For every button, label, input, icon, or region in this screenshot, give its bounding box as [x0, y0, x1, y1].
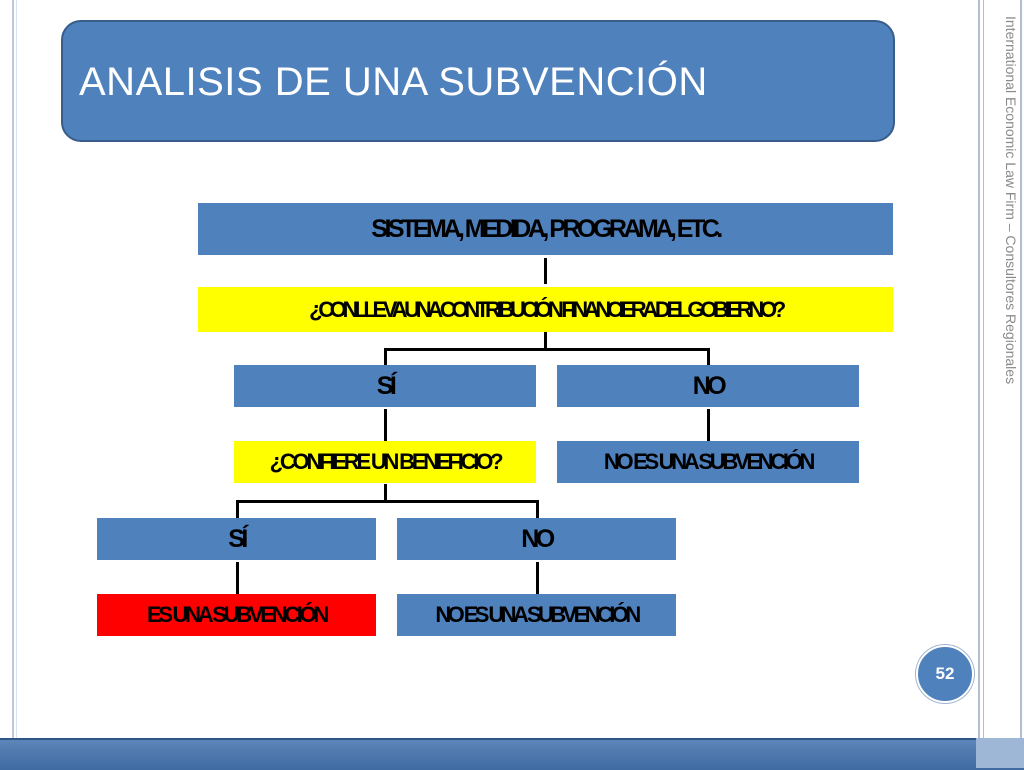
right-frame-rule-inner [983, 0, 984, 740]
bottom-bar-corner [976, 738, 1024, 768]
q1-no-result-box: NO ES UNA SUBVENCIÓN [557, 441, 859, 483]
connector-no-final [536, 562, 539, 594]
bottom-bar [0, 738, 1024, 770]
right-frame-rule-outer [1020, 0, 1022, 740]
connector-root-q1 [544, 258, 547, 284]
q2-yes-result-box: ES UNA SUBVENCIÓN [97, 594, 376, 636]
q1-no-box: NO [557, 365, 859, 407]
title-box: ANALISIS DE UNA SUBVENCIÓN [61, 20, 895, 142]
right-side-panel [978, 0, 1024, 740]
connector-q2-split [384, 484, 387, 502]
right-frame-rule [978, 0, 980, 740]
firm-side-text: International Economic Law Firm – Consul… [1003, 16, 1019, 385]
left-frame-rule [12, 0, 14, 740]
connector-yes-result [236, 562, 239, 594]
q1-yes-box: SÍ [234, 365, 536, 407]
connector-q1-split [544, 332, 547, 350]
question1-box: ¿CONLLEVA UNA CONTRIBUCIÓN FINANCIERA DE… [198, 287, 893, 332]
left-frame-rule-inner [16, 0, 17, 740]
connector-q2-no [536, 500, 539, 518]
connector-q2-branch [236, 500, 539, 503]
q2-no-result-box: NO ES UNA SUBVENCIÓN [397, 594, 676, 636]
connector-q1-branch [384, 348, 710, 351]
q2-yes-box: SÍ [97, 518, 376, 560]
root-box: SISTEMA, MEDIDA, PROGRAMA, ETC. [198, 203, 893, 255]
connector-no-result [707, 409, 710, 441]
connector-q2-yes [236, 500, 239, 518]
page-number-badge: 52 [916, 645, 974, 703]
slide-title: ANALISIS DE UNA SUBVENCIÓN [79, 60, 708, 104]
question2-box: ¿CONFIERE UN BENEFICIO? [234, 441, 536, 483]
connector-q1-yes [384, 348, 387, 366]
connector-yes-q2 [384, 409, 387, 441]
connector-q1-no [707, 348, 710, 366]
q2-no-box: NO [397, 518, 676, 560]
